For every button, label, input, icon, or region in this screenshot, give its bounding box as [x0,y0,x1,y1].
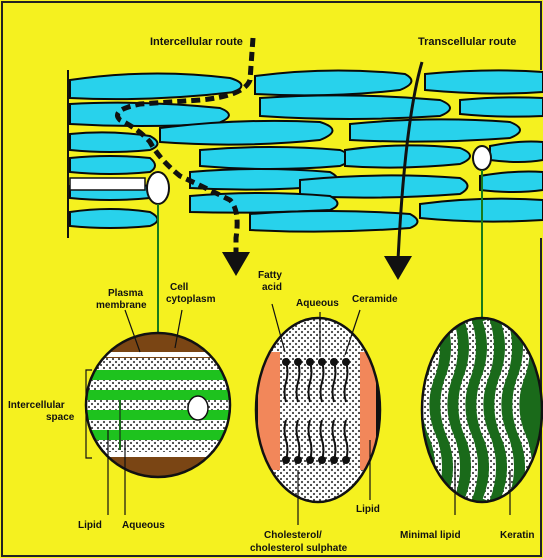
intercellular-route-label: Intercellular route [150,36,243,48]
ceramide-label: Ceramide [352,294,398,305]
plasma-membrane-label-line2: membrane [96,300,147,311]
cell-cytoplasm-label-line1: Cell [170,282,189,293]
aqueous-bottom-label: Aqueous [122,520,165,531]
intercellular-space-label-line1: Intercellular [8,400,65,411]
cholesterol-label-line1: Cholesterol/ [264,530,322,541]
keratin-label: Keratin [500,530,534,541]
cholesterol-label-line2: cholesterol sulphate [250,543,348,554]
lipid-bottom-label: Lipid [78,520,102,531]
aqueous-top-label: Aqueous [296,298,339,309]
transcellular-route-label: Transcellular route [418,36,516,48]
lipid-middle-label: Lipid [356,504,380,515]
intercellular-space-label-line2: space [46,412,75,423]
plasma-membrane-label-line1: Plasma [108,288,143,299]
minimal-lipid-label: Minimal lipid [400,530,461,541]
fatty-acid-label-line1: Fatty [258,270,282,281]
cell-cytoplasm-label-line2: cytoplasm [166,294,216,305]
fatty-acid-label-line2: acid [262,282,282,293]
white-lipid-band [70,178,145,190]
transcellular-magnifier-ring [473,146,491,170]
intercellular-magnifier-ring [147,172,169,204]
